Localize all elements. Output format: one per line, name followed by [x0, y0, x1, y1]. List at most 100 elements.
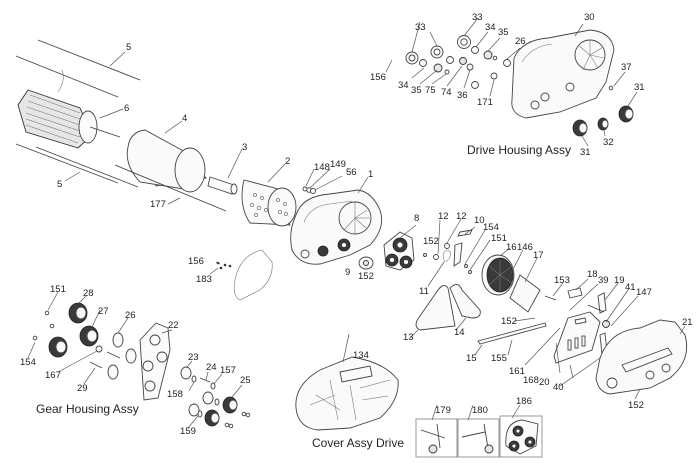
drive-housing-bearings [405, 35, 614, 91]
idler-parts [544, 287, 610, 328]
bar-15 [477, 322, 547, 345]
callout-21: 21 [682, 317, 693, 328]
callout-22: 22 [168, 320, 179, 331]
perforated-drum [241, 179, 297, 227]
callout-152-b: 152 [358, 271, 374, 282]
callout-20: 20 [539, 377, 550, 388]
callout-156: 156 [370, 72, 386, 83]
gear-plate-22 [139, 322, 171, 401]
callout-154-b: 154 [20, 357, 36, 368]
plate-17 [509, 274, 541, 313]
cover-assy-drive-134 [295, 356, 399, 431]
callout-5-bottom: 5 [57, 179, 63, 190]
callout-168: 168 [523, 375, 539, 386]
callout-74: 74 [441, 87, 452, 98]
callout-32: 32 [603, 137, 614, 148]
gear-housing-gears [32, 302, 137, 380]
callout-10: 10 [474, 215, 485, 226]
callout-15: 15 [466, 353, 477, 364]
callout-147: 147 [636, 287, 652, 298]
callout-152-d: 152 [628, 400, 644, 411]
callout-24: 24 [206, 362, 217, 373]
callout-152-c: 152 [501, 316, 517, 327]
callout-29: 29 [77, 383, 88, 394]
callout-35: 35 [498, 27, 509, 38]
gear-cluster-8 [383, 231, 415, 271]
drive-gears-31-32 [572, 105, 634, 137]
inset-box-186 [499, 415, 543, 458]
callout-153: 153 [554, 275, 570, 286]
callout-180: 180 [472, 405, 488, 416]
callout-8: 8 [414, 213, 420, 224]
callout-35-b: 35 [411, 85, 422, 96]
callout-34-b: 34 [398, 80, 409, 91]
callout-157: 157 [220, 365, 236, 376]
belts [415, 284, 481, 331]
callout-161: 161 [509, 366, 525, 377]
rod-177 [114, 164, 227, 212]
callout-3: 3 [242, 142, 248, 153]
callout-4: 4 [182, 113, 188, 124]
callout-171: 171 [477, 97, 493, 108]
tension-plate-20 [553, 311, 601, 364]
callout-186: 186 [516, 396, 532, 407]
main-drive-housing [290, 189, 383, 265]
callout-14: 14 [454, 327, 465, 338]
gear-housing-right-parts [180, 366, 251, 429]
tie-rods-top [15, 39, 141, 98]
callout-11: 11 [419, 286, 429, 297]
callout-12-b: 12 [456, 211, 467, 222]
callout-31-b: 31 [580, 147, 591, 158]
callout-179: 179 [435, 405, 451, 416]
gear-housing-assy-title: Gear Housing Assy [36, 402, 139, 416]
callout-19: 19 [614, 275, 625, 286]
drive-housing-assy-title: Drive Housing Assy [467, 143, 572, 157]
outer-cover-21 [595, 319, 688, 395]
callout-183: 183 [196, 274, 212, 285]
inset-box-180 [457, 418, 500, 458]
cover-assy-drive-title: Cover Assy Drive [312, 436, 405, 450]
callout-1: 1 [368, 169, 374, 180]
callout-26: 26 [515, 36, 526, 47]
pulley-wheel-16 [481, 254, 515, 296]
fasteners-156-183 [216, 261, 232, 270]
callout-5: 5 [126, 42, 132, 53]
callout-6: 6 [124, 103, 130, 114]
callout-149: 149 [330, 159, 346, 170]
callout-2: 2 [285, 156, 291, 167]
callout-75: 75 [425, 85, 436, 96]
callout-134: 134 [353, 350, 369, 361]
inset-box-179 [415, 418, 458, 458]
callout-37: 37 [621, 62, 632, 73]
callout-13: 13 [403, 332, 414, 343]
callout-18: 18 [587, 269, 598, 280]
callout-33-b: 33 [472, 12, 483, 23]
callout-27: 27 [98, 306, 109, 317]
washers-148-149-56 [302, 186, 317, 195]
callout-23: 23 [188, 352, 199, 363]
callout-33: 33 [415, 22, 426, 33]
pulley-9 [358, 256, 374, 270]
drive-housing-30 [511, 29, 615, 119]
sleeve [207, 176, 238, 195]
callout-16: 16 [506, 242, 517, 253]
callout-40: 40 [553, 382, 564, 393]
callout-30: 30 [584, 12, 595, 23]
callout-34: 34 [485, 22, 496, 33]
callout-39: 39 [598, 275, 609, 286]
callout-56: 56 [346, 167, 357, 178]
leader-lines [27, 17, 686, 429]
callout-167: 167 [45, 370, 61, 381]
callout-17: 17 [533, 250, 544, 261]
callout-36: 36 [457, 90, 468, 101]
callout-152: 152 [423, 236, 439, 247]
callout-12: 12 [438, 211, 449, 222]
motor-housing-tube [126, 129, 207, 193]
callout-9: 9 [345, 267, 351, 278]
cover-outline [233, 249, 273, 301]
callout-28: 28 [83, 288, 94, 299]
callout-41: 41 [625, 282, 636, 293]
callout-151-b: 151 [50, 284, 66, 295]
callout-156-b: 156 [188, 256, 204, 267]
callout-31: 31 [634, 82, 645, 93]
